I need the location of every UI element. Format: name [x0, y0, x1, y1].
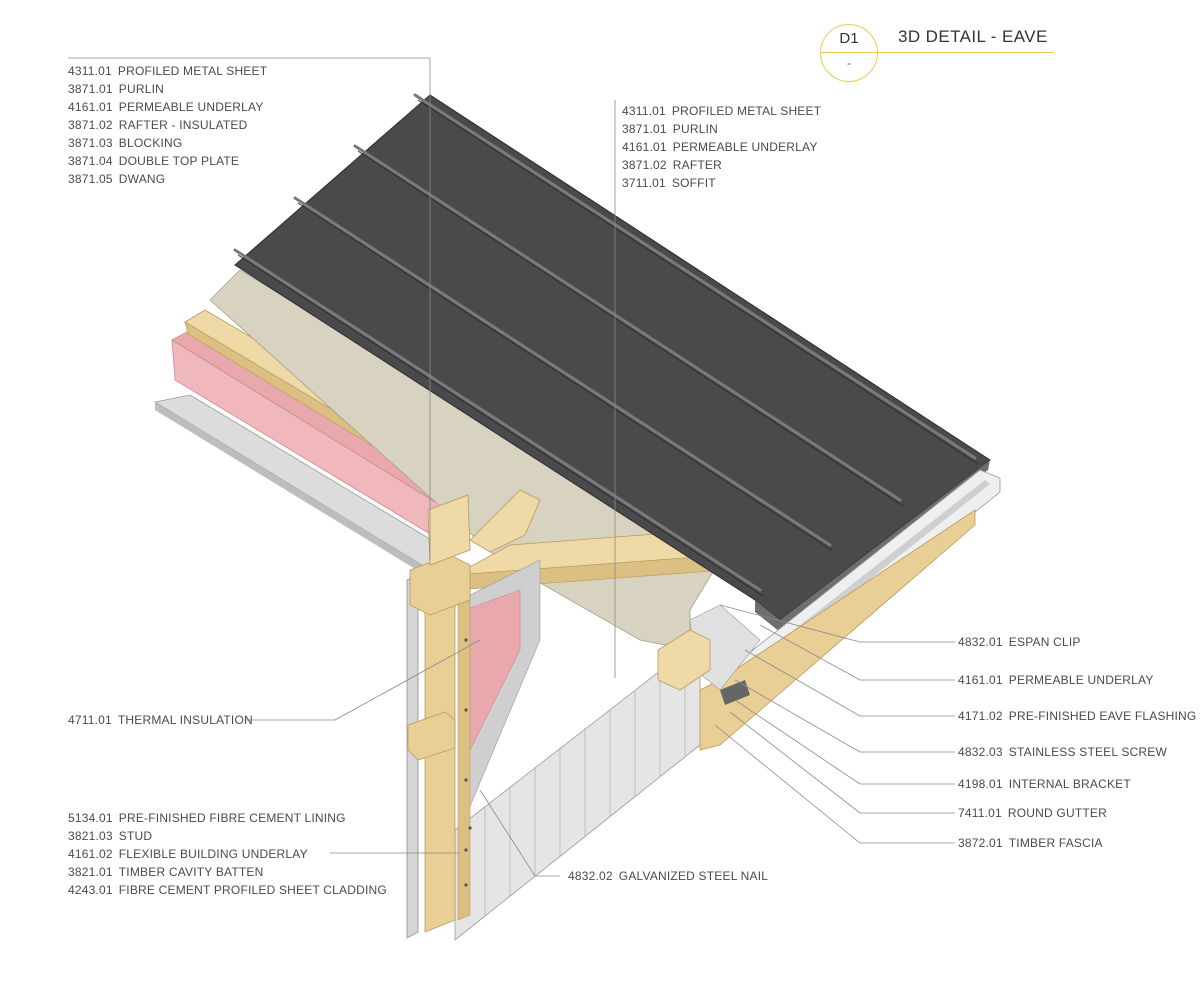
- dwang-block: [407, 711, 456, 761]
- rafter-end: [657, 629, 711, 691]
- nail-dots: [464, 638, 472, 887]
- blocking: [469, 489, 541, 553]
- detail-title: 3D DETAIL - EAVE: [898, 27, 1048, 46]
- detail-id: D1: [839, 30, 859, 47]
- detail-marker-circle: [820, 24, 878, 82]
- leader-lines: [68, 57, 955, 877]
- top-plate-2: [427, 494, 471, 566]
- title-underline: [878, 52, 1054, 53]
- stud-secondary: [457, 569, 471, 921]
- detail-sheet: -: [847, 56, 851, 70]
- roof-rib-shadows: [237, 99, 979, 597]
- detail-marker-divider: [820, 52, 878, 53]
- internal-bracket: [720, 680, 750, 705]
- detail-title-block: D1 - 3D DETAIL - EAVE: [820, 24, 1060, 84]
- roof-ribs: [233, 93, 977, 592]
- cladding-joints: [484, 651, 686, 916]
- ceiling-lining-edge: [155, 402, 430, 578]
